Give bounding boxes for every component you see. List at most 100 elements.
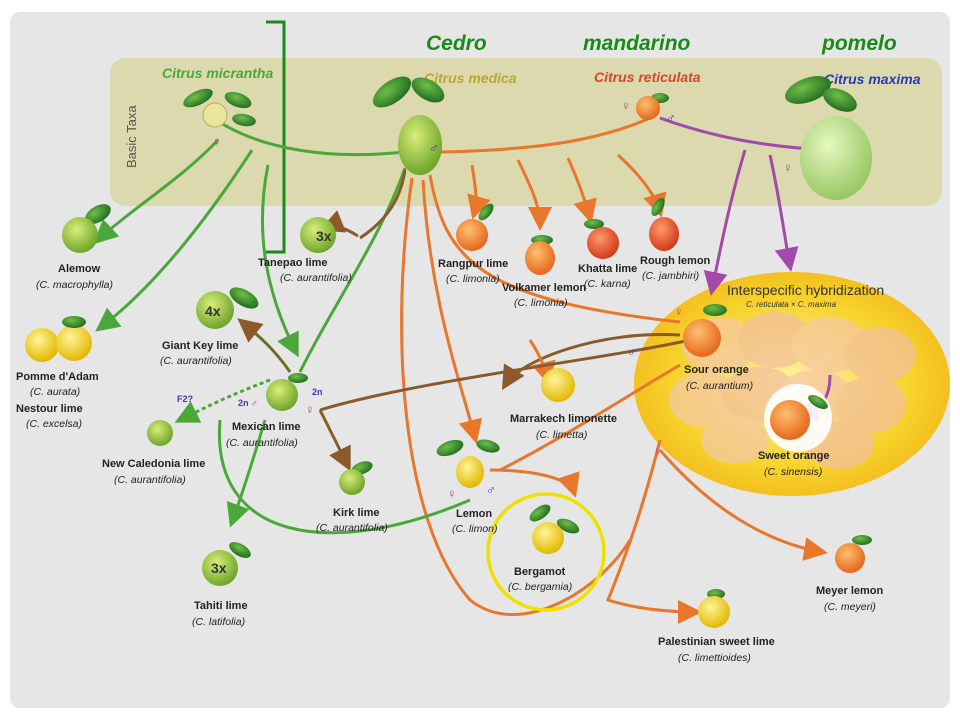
line-sour-marrakech-brown <box>501 332 681 391</box>
fruit-palestinian <box>698 589 730 628</box>
header-cedro: Cedro <box>426 32 487 55</box>
line-to-pomme <box>95 149 254 332</box>
label-mexican: Mexican lime <box>232 421 300 433</box>
hybrid-title: Interspecific hybridization <box>727 282 884 298</box>
svg-text:2n ♂: 2n ♂ <box>238 398 258 408</box>
sci-meyer: (C. meyeri) <box>824 601 876 613</box>
sci-tanepao: (C. aurantifolia) <box>280 272 352 284</box>
taxon-medica: Citrus medica <box>424 70 517 86</box>
sci-khatta: (C. karna) <box>584 278 631 290</box>
line-medica-bergamot-loop <box>400 177 632 617</box>
sci-alemow: (C. macrophylla) <box>36 279 113 291</box>
fruit-lemon <box>436 439 500 488</box>
taxon-micrantha: Citrus micrantha <box>162 65 273 81</box>
svg-text:3x: 3x <box>316 228 332 244</box>
hybrid-fruit-cluster <box>669 312 916 469</box>
sci-giant-key: (C. aurantifolia) <box>160 355 232 367</box>
label-lemon: Lemon <box>456 508 492 520</box>
label-kirk: Kirk lime <box>333 507 379 519</box>
green-bracket <box>266 20 286 254</box>
line-to-alemow <box>93 138 220 245</box>
fruit-rough <box>649 197 679 251</box>
svg-text:♀: ♀ <box>212 134 222 149</box>
svg-text:3x: 3x <box>211 560 227 576</box>
label-new-caledonia: New Caledonia lime <box>102 458 205 470</box>
svg-text:♀: ♀ <box>447 486 457 501</box>
line-to-volkamer <box>516 159 552 231</box>
label-tahiti: Tahiti lime <box>194 600 248 612</box>
taxon-maxima: Citrus maxima <box>824 71 921 87</box>
fruit-pomme-adam <box>25 316 92 362</box>
line-to-hybrid-1 <box>703 149 747 296</box>
fruit-reticulata <box>636 93 669 120</box>
fruit-tanepao: 3x <box>300 217 336 253</box>
svg-text:♀: ♀ <box>783 160 793 175</box>
sci-pomme-adam: (C. aurata) <box>30 386 80 398</box>
svg-text:♂: ♂ <box>666 110 676 125</box>
sci-volkamer: (C. limonia) <box>514 297 568 309</box>
fruit-medica <box>372 76 445 175</box>
fruit-giant-key: 4x <box>196 287 259 329</box>
label-volkamer: Volkamer lemon <box>502 282 586 294</box>
line-to-mexican-from-micrantha <box>260 164 299 358</box>
taxon-reticulata: Citrus reticulata <box>594 69 701 85</box>
header-pomelo: pomelo <box>821 32 897 55</box>
sci-rough: (C. jambhiri) <box>642 270 699 282</box>
fruit-marrakech <box>541 368 575 402</box>
fruit-tahiti: 3x <box>202 542 251 586</box>
sci-sweet-orange: (C. sinensis) <box>764 466 822 478</box>
line-reticulata-medica <box>439 116 651 154</box>
sci-palestinian: (C. limettioides) <box>678 652 751 664</box>
line-to-meyer <box>658 449 828 561</box>
label-marrakech: Marrakech limonette <box>510 413 617 425</box>
header-mandarino: mandarino <box>583 32 691 55</box>
label-bergamot: Bergamot <box>514 566 566 578</box>
svg-text:F2?: F2? <box>177 394 193 404</box>
label-sour-orange: Sour orange <box>684 364 749 376</box>
line-to-kirk <box>318 409 351 472</box>
line-lemon-bergamot <box>489 468 580 498</box>
line-to-rangpur <box>467 164 491 220</box>
svg-text:2n: 2n <box>312 387 323 397</box>
fruit-khatta <box>584 219 619 259</box>
line-mexican-lemon <box>217 419 471 535</box>
sci-rangpur: (C. limonia) <box>446 273 500 285</box>
fruit-bergamot <box>529 504 580 554</box>
line-to-khatta <box>566 157 597 224</box>
svg-text:♂: ♂ <box>486 482 496 497</box>
label-sweet-orange: Sweet orange <box>758 450 830 462</box>
label-rough: Rough lemon <box>640 255 711 267</box>
label-tanepao: Tanepao lime <box>258 257 327 269</box>
svg-text:4x: 4x <box>205 303 221 319</box>
line-medica-sour <box>428 174 681 324</box>
label-alemow: Alemow <box>58 263 101 275</box>
fruit-micrantha <box>183 88 256 128</box>
bergamot-highlight-ring <box>486 492 606 612</box>
sci-tahiti: (C. latifolia) <box>192 616 245 628</box>
label-palestinian: Palestinian sweet lime <box>658 636 775 648</box>
sci-nestour: (C. excelsa) <box>26 418 82 430</box>
sci-bergamot: (C. bergamia) <box>508 581 572 593</box>
fruit-meyer <box>835 535 872 573</box>
svg-text:♂: ♂ <box>429 140 439 155</box>
svg-text:♀: ♀ <box>674 304 684 319</box>
sci-sour-orange: (C. aurantium) <box>686 380 753 392</box>
line-medica-mexican <box>298 167 407 373</box>
label-rangpur: Rangpur lime <box>438 258 508 270</box>
fruit-new-caledonia <box>147 420 173 446</box>
species-labels: Alemow (C. macrophylla) Pomme d'Adam (C.… <box>16 255 884 664</box>
sci-new-caledonia: (C. aurantifolia) <box>114 474 186 486</box>
label-khatta: Khatta lime <box>578 263 637 275</box>
svg-text:♀: ♀ <box>653 444 663 459</box>
label-pomme-adam: Pomme d'Adam <box>16 371 99 383</box>
line-micrantha-medica <box>212 116 405 157</box>
svg-text:♀: ♀ <box>621 98 631 113</box>
sci-mexican: (C. aurantifolia) <box>226 437 298 449</box>
line-to-hybrid-2 <box>768 154 799 272</box>
fruit-kirk <box>339 461 373 495</box>
fruit-alemow <box>62 204 111 253</box>
line-to-new-caledonia <box>174 378 271 423</box>
line-to-palestinian <box>606 439 702 624</box>
